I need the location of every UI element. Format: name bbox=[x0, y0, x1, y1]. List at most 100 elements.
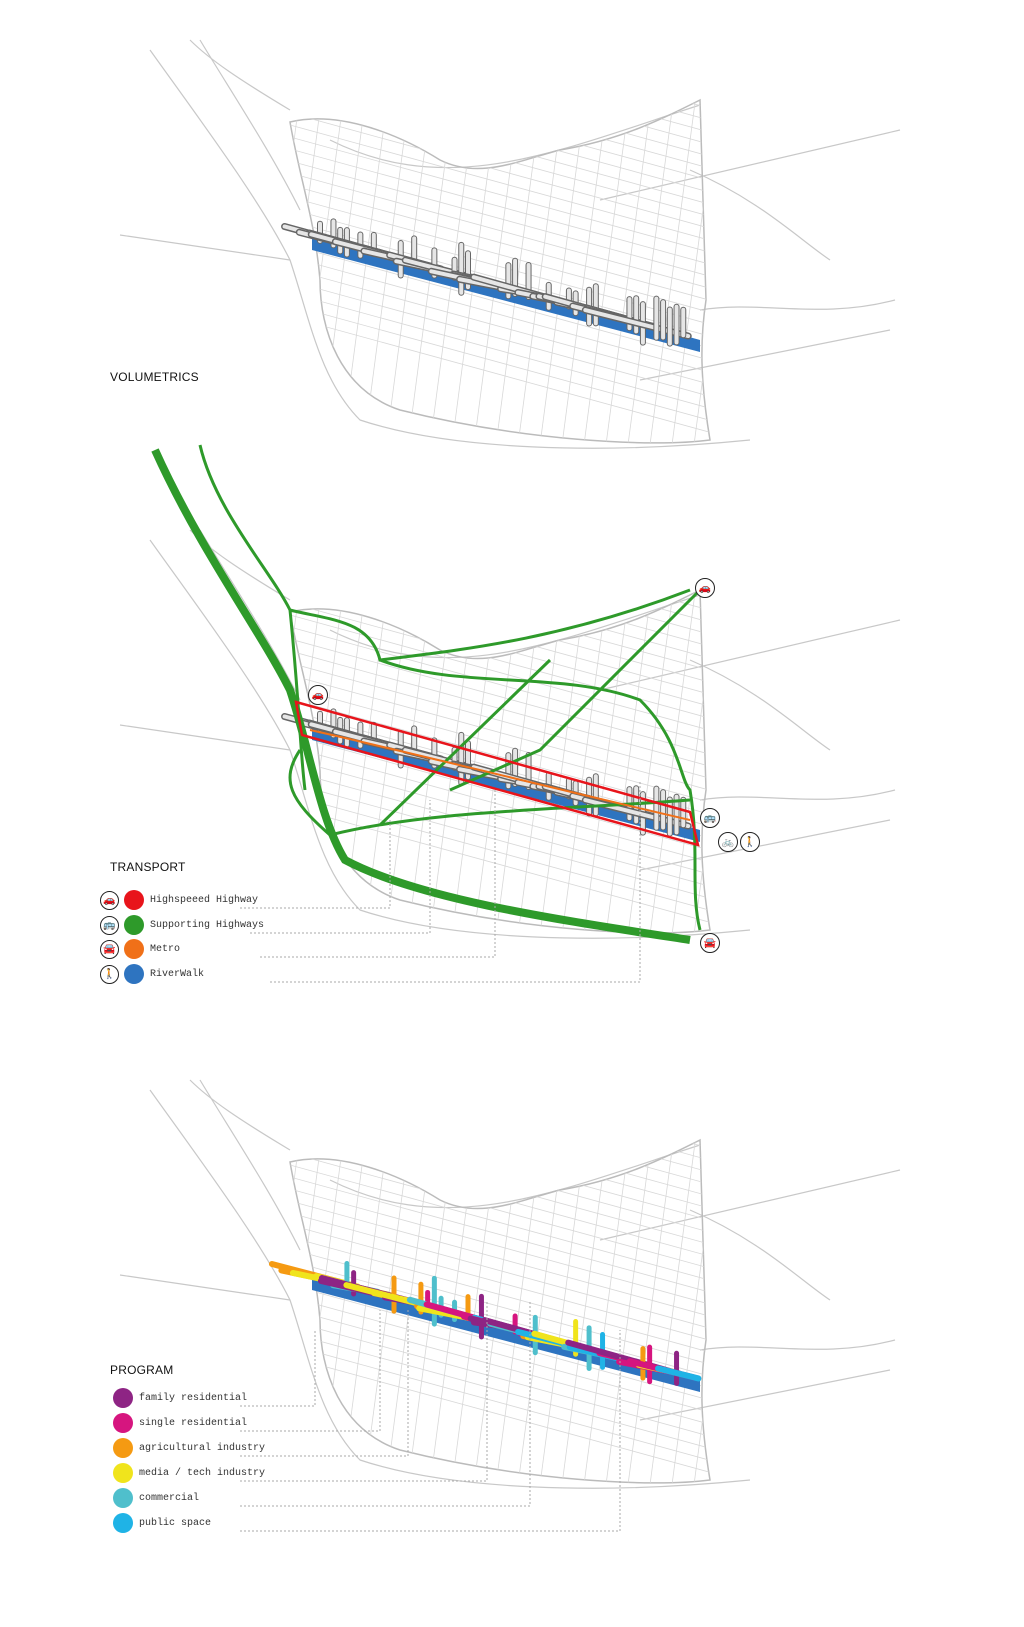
road-line bbox=[149, 1089, 751, 1489]
grid-line bbox=[736, 80, 786, 460]
grid-line bbox=[290, 100, 710, 159]
grid-line bbox=[290, 590, 710, 649]
supporting-highway bbox=[379, 658, 702, 931]
legend-swatch bbox=[113, 1388, 133, 1408]
highspeed-highway bbox=[294, 700, 700, 847]
grid-line bbox=[250, 998, 760, 1138]
grid-line bbox=[647, 590, 699, 933]
road-line bbox=[329, 104, 701, 169]
grid-line bbox=[780, 1120, 830, 1500]
grid-line bbox=[290, 651, 710, 793]
program-map bbox=[119, 986, 901, 1500]
grid-line bbox=[290, 100, 710, 195]
transport-map bbox=[119, 436, 918, 950]
grid-line bbox=[758, 1120, 808, 1500]
legend-label: RiverWalk bbox=[150, 968, 205, 980]
legend-label: single residential bbox=[139, 1417, 248, 1429]
grid-line bbox=[493, 100, 545, 443]
grid-line bbox=[290, 149, 710, 291]
grid-line bbox=[290, 590, 710, 625]
car-fast-icon: 🚗 bbox=[100, 890, 119, 910]
grid-line bbox=[625, 590, 677, 933]
grid-line bbox=[603, 100, 655, 443]
transport-legend-item: 🚗Highspeeed Highway bbox=[100, 889, 258, 911]
supporting-highway bbox=[288, 749, 331, 837]
road-line bbox=[699, 299, 896, 311]
grid-line bbox=[290, 1140, 710, 1175]
grid-line bbox=[290, 100, 710, 207]
grid-line bbox=[669, 100, 710, 443]
grid-line bbox=[290, 257, 710, 399]
leader-line bbox=[240, 1300, 488, 1482]
supporting-highway bbox=[151, 448, 691, 944]
metro-line bbox=[309, 729, 691, 821]
legend-label: commercial bbox=[139, 1492, 200, 1504]
grid-line bbox=[290, 603, 710, 745]
grid-line bbox=[691, 100, 710, 443]
grid-line bbox=[290, 735, 710, 877]
grid-line bbox=[290, 590, 710, 661]
legend-swatch bbox=[124, 964, 144, 984]
grid-line bbox=[559, 1140, 611, 1483]
supporting-highway bbox=[329, 798, 691, 837]
road-line bbox=[189, 1079, 291, 1151]
grid-line bbox=[802, 80, 852, 460]
grid-line bbox=[290, 590, 710, 709]
grid-line bbox=[290, 1140, 710, 1187]
grid-line bbox=[317, 1140, 369, 1483]
grid-line bbox=[290, 293, 710, 435]
grid-line bbox=[290, 245, 710, 387]
grid-line bbox=[250, 436, 760, 576]
grid-line bbox=[290, 100, 710, 171]
road-line bbox=[329, 594, 701, 659]
grid-line bbox=[230, 80, 280, 460]
grid-line bbox=[647, 1140, 699, 1483]
grid-line bbox=[515, 100, 567, 443]
grid-line bbox=[290, 1153, 710, 1295]
grid-line bbox=[290, 1273, 710, 1415]
supporting-highway bbox=[378, 658, 552, 827]
grid-line bbox=[290, 100, 710, 147]
legend-swatch bbox=[113, 1463, 133, 1483]
road-line bbox=[689, 659, 831, 751]
road-line bbox=[199, 1079, 301, 1251]
grid-line bbox=[290, 185, 710, 327]
grid-line bbox=[290, 675, 710, 817]
pedestrian-icon: 🚶 bbox=[100, 964, 119, 984]
grid-line bbox=[290, 1140, 710, 1151]
grid-line bbox=[868, 570, 918, 950]
grid-line bbox=[537, 100, 589, 443]
grid-line bbox=[603, 1140, 655, 1483]
road-line bbox=[689, 1209, 831, 1301]
road-line bbox=[119, 234, 291, 261]
leader-line bbox=[240, 1300, 531, 1507]
leader-line bbox=[240, 1330, 621, 1532]
grid-line bbox=[290, 113, 710, 255]
grid-line bbox=[250, 986, 760, 1126]
road-line bbox=[699, 789, 896, 801]
grid-line bbox=[290, 1141, 710, 1283]
grid-line bbox=[290, 1285, 710, 1427]
grid-line bbox=[669, 1140, 710, 1483]
grid-line bbox=[581, 1140, 633, 1483]
grid-line bbox=[250, 0, 760, 98]
leader-line bbox=[250, 800, 431, 934]
grid-line bbox=[290, 1321, 710, 1463]
grid-line bbox=[559, 590, 611, 933]
road-line bbox=[329, 1144, 701, 1209]
road-line bbox=[599, 619, 901, 691]
grid-line bbox=[290, 100, 710, 111]
grid-line bbox=[290, 723, 710, 865]
leader-line bbox=[270, 780, 641, 983]
grid-line bbox=[290, 1225, 710, 1367]
grid-line bbox=[758, 80, 808, 460]
grid-line bbox=[625, 100, 677, 443]
car-icon: 🚘 bbox=[100, 939, 119, 959]
grid-line bbox=[290, 100, 710, 219]
grid-line bbox=[581, 590, 633, 933]
grid-line bbox=[736, 1120, 786, 1500]
grid-line bbox=[290, 1333, 710, 1475]
grid-line bbox=[290, 1140, 710, 1235]
grid-line bbox=[603, 590, 655, 933]
legend-swatch bbox=[113, 1438, 133, 1458]
